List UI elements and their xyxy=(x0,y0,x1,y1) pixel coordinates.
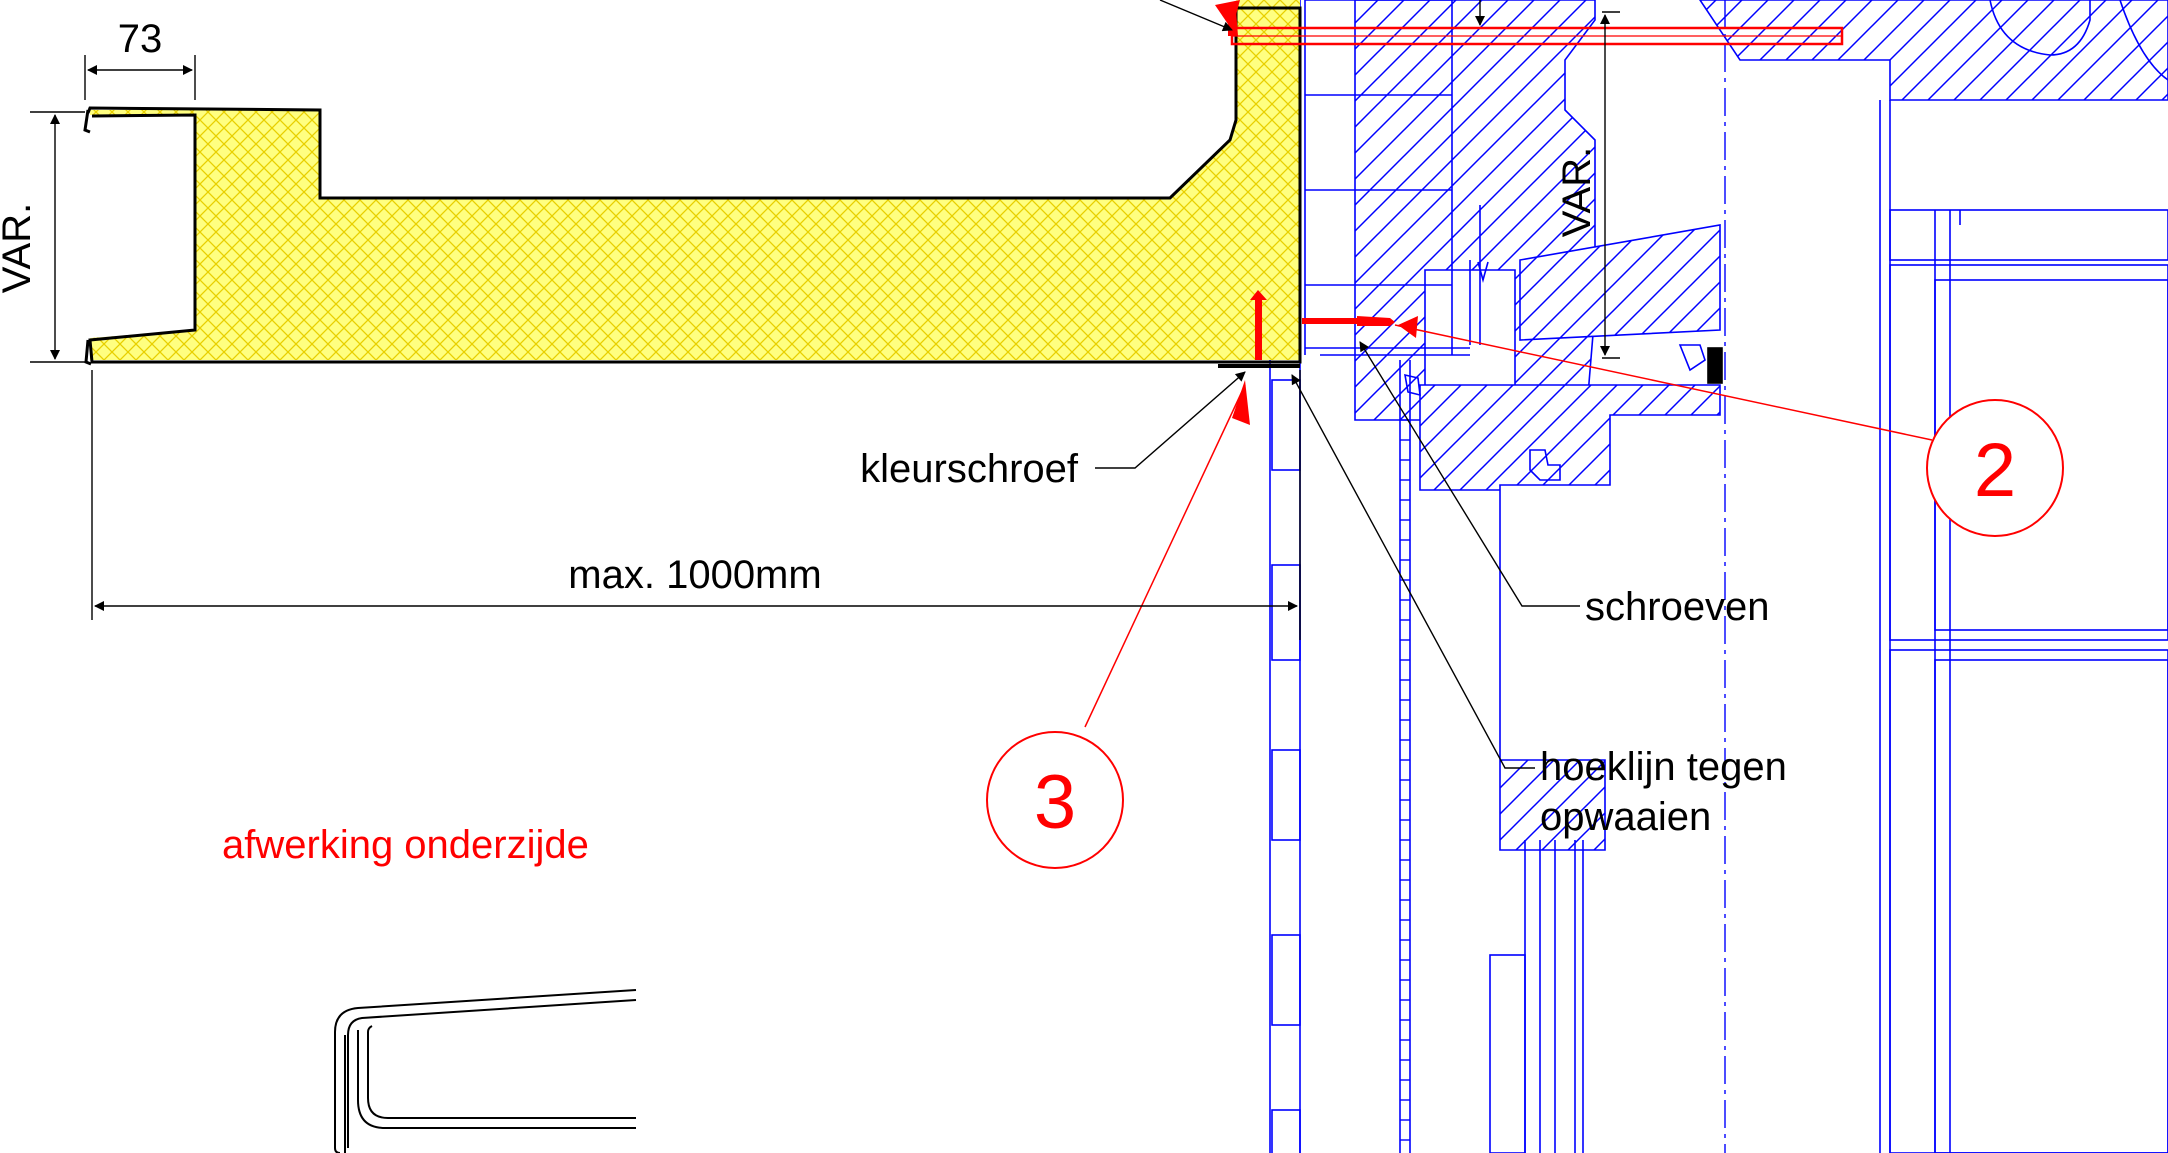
leader-3 xyxy=(1084,384,1246,728)
bottom-finish-detail xyxy=(334,989,637,1153)
wall-ties xyxy=(1400,419,1410,1141)
dim-left-height: VAR. xyxy=(0,203,39,293)
bubble-2 xyxy=(1926,399,2064,537)
insulated-coping xyxy=(90,0,1300,360)
label-hoeklijn-1: hoeklijn tegen xyxy=(1540,745,1787,789)
dim-span: max. 1000mm xyxy=(568,553,821,597)
sill-details xyxy=(1305,205,1723,481)
arrow-3 xyxy=(1232,380,1250,425)
label-kleurschroef: kleurschroef xyxy=(860,447,1079,491)
bubble-3-number: 3 xyxy=(1034,760,1076,845)
brick-column xyxy=(1304,0,1453,355)
angle-bracket xyxy=(1302,318,1357,324)
dim-top-width: 73 xyxy=(118,17,163,61)
screw-3-body xyxy=(1255,298,1262,360)
bubble-2-number: 2 xyxy=(1974,428,2016,513)
dim-right-height: VAR. xyxy=(1555,147,1599,237)
leader-2 xyxy=(1394,324,1933,441)
screw-2-body xyxy=(1357,316,1395,326)
label-hoeklijn-2: opwaaien xyxy=(1540,795,1711,839)
detail-caption: afwerking onderzijde xyxy=(222,823,589,867)
bubble-3 xyxy=(986,731,1124,869)
hatched-sill-slope xyxy=(1519,224,1721,341)
label-schroeven: schroeven xyxy=(1585,585,1770,629)
hatched-block-top-right xyxy=(1699,0,2168,101)
red-highlights xyxy=(986,0,2064,869)
top-arrow xyxy=(1215,0,1240,30)
dimension-lines xyxy=(30,0,1620,640)
cap-left-hook xyxy=(83,109,92,366)
wall-structure xyxy=(1269,0,2168,1153)
arrow-2 xyxy=(1398,316,1418,338)
callout-leaders xyxy=(1095,0,1580,769)
